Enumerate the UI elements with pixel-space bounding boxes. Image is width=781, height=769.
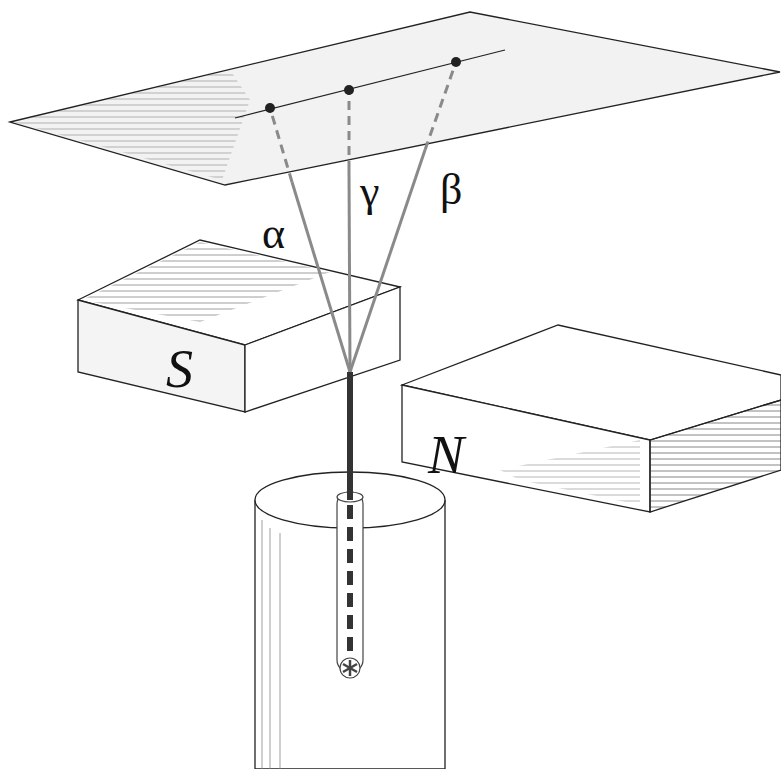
north-magnet <box>402 325 781 512</box>
impact-dot <box>451 57 461 67</box>
rays <box>270 62 456 372</box>
gamma-ray-label: γ <box>360 170 379 214</box>
magnet-pole-label: S <box>166 342 193 396</box>
impact-dot <box>265 103 275 113</box>
alpha-ray-label: α <box>262 212 285 256</box>
plate-line <box>235 50 505 118</box>
photographic-plate <box>10 12 780 185</box>
magnet-pole-label: N <box>428 428 464 482</box>
impact-dot <box>344 85 354 95</box>
plate-hatching <box>14 70 250 180</box>
lead-block <box>255 372 445 769</box>
beta-ray-label: β <box>440 168 462 212</box>
